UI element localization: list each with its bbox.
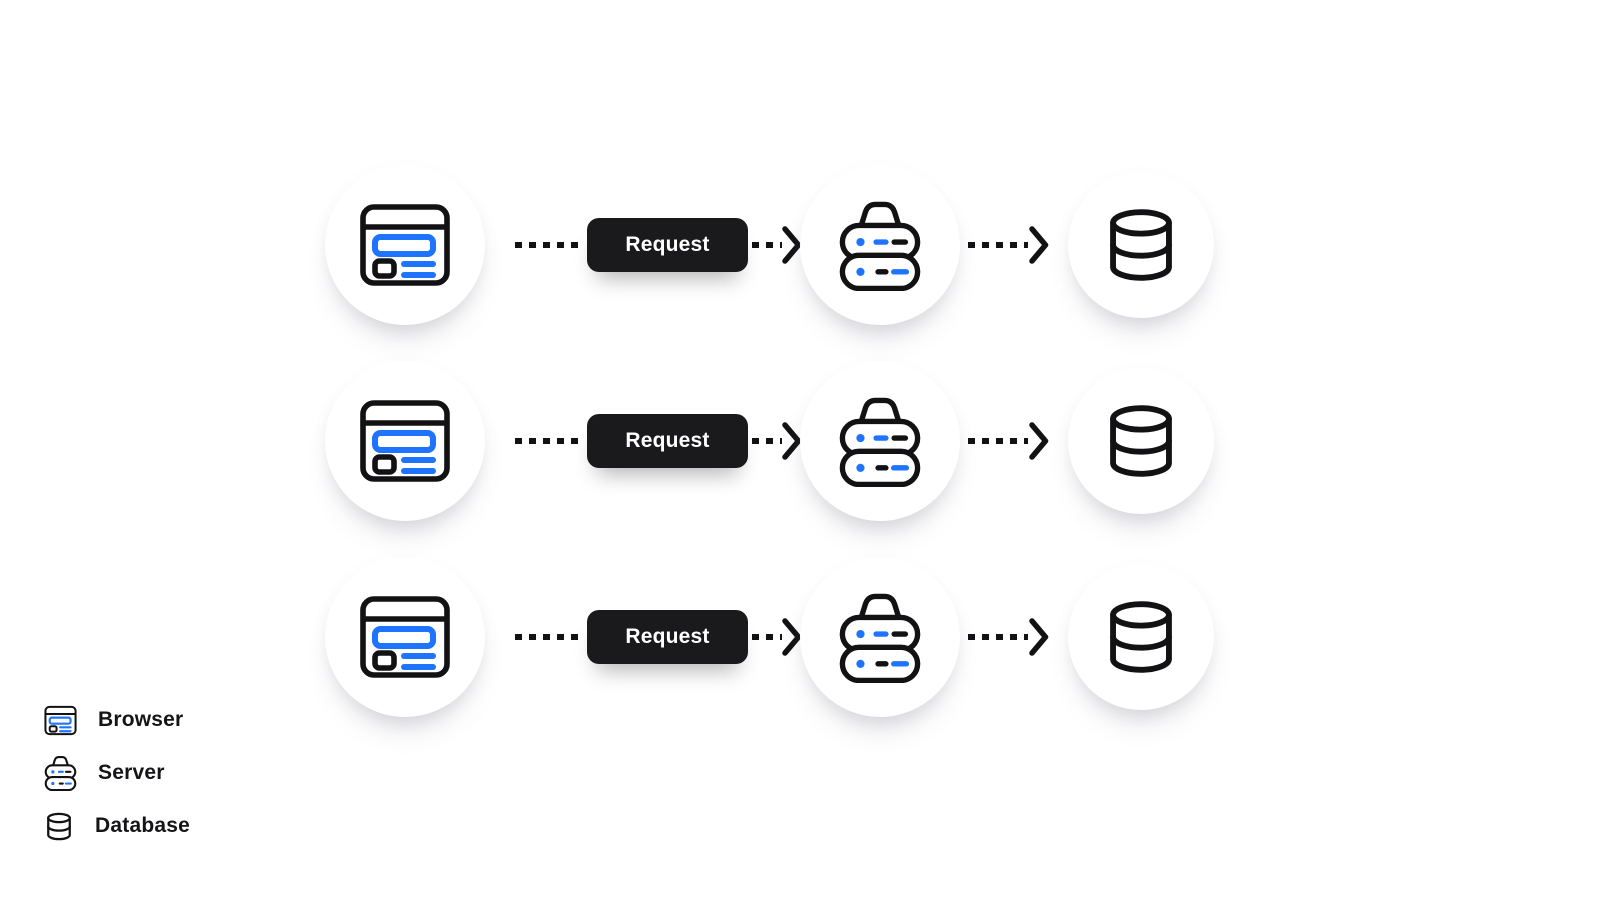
browser-icon [44,705,77,736]
legend-item-server: Server [44,755,190,791]
server-icon [838,199,922,291]
database-icon [1102,402,1180,480]
dashed-connector [968,242,1028,248]
arrowhead-icon [1029,618,1049,656]
dashed-connector [752,242,782,248]
flow-row: Request [0,165,1600,325]
arrowhead-icon [782,226,802,264]
legend-label: Server [98,761,165,784]
server-icon [838,591,922,683]
browser-icon [359,595,451,679]
dashed-connector [752,634,782,640]
database-icon [44,810,74,843]
legend: Browser Server Database [44,702,190,844]
dashed-connector [968,438,1028,444]
request-badge: Request [587,414,748,468]
flow-row: Request [0,557,1600,717]
server-icon [44,755,77,791]
legend-item-database: Database [44,808,190,844]
dashed-connector [752,438,782,444]
arrowhead-icon [782,618,802,656]
legend-item-browser: Browser [44,702,190,738]
arrowhead-icon [782,422,802,460]
arrowhead-icon [1029,422,1049,460]
server-icon [838,395,922,487]
database-node [1068,564,1214,710]
server-node [800,361,960,521]
server-node [800,165,960,325]
browser-node [325,557,485,717]
legend-label: Browser [98,708,184,731]
flow-row: Request [0,361,1600,521]
arrowhead-icon [1029,226,1049,264]
legend-label: Database [95,814,190,837]
request-badge: Request [587,610,748,664]
browser-icon [359,399,451,483]
database-icon [1102,206,1180,284]
dashed-connector [515,634,583,640]
browser-icon [359,203,451,287]
dashed-connector [968,634,1028,640]
browser-node [325,361,485,521]
request-badge: Request [587,218,748,272]
dashed-connector [515,438,583,444]
database-node [1068,368,1214,514]
database-node [1068,172,1214,318]
dashed-connector [515,242,583,248]
database-icon [1102,598,1180,676]
browser-node [325,165,485,325]
server-node [800,557,960,717]
